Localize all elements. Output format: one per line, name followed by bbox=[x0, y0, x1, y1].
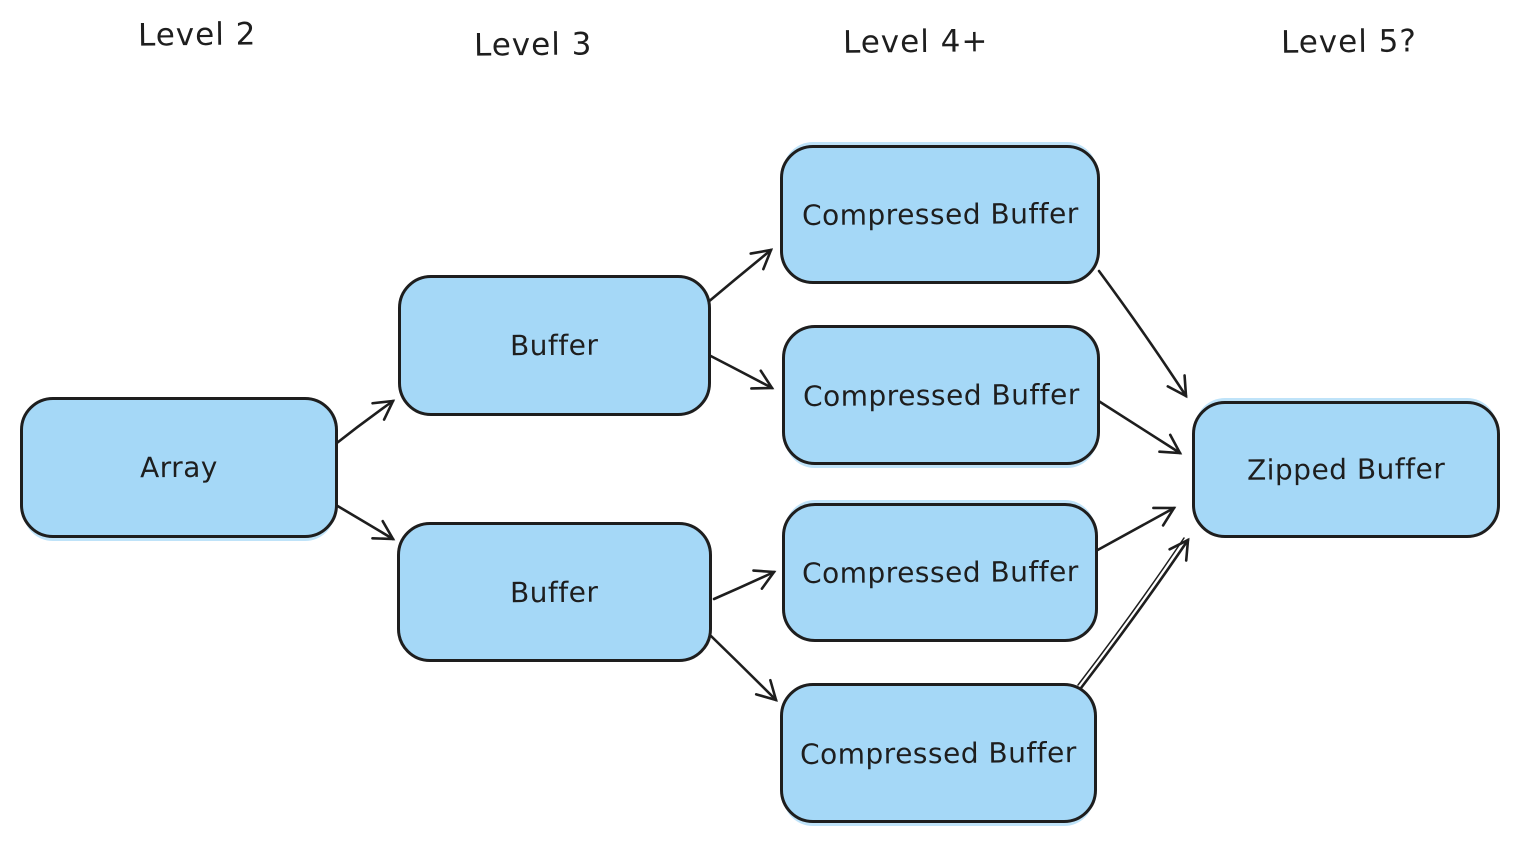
edge-compressed-3-to-zipped[interactable] bbox=[1092, 506, 1177, 554]
edge-compressed-4-to-zipped[interactable] bbox=[1079, 537, 1190, 690]
node-compressed-buffer-4-label: Compressed Buffer bbox=[799, 735, 1078, 771]
node-compressed-buffer-3[interactable]: Compressed Buffer bbox=[782, 503, 1098, 642]
node-compressed-buffer-1-label: Compressed Buffer bbox=[801, 197, 1079, 232]
edge-buffer-bottom-to-compressed-3[interactable] bbox=[712, 569, 777, 601]
column-header-level-5: Level 5? bbox=[1280, 23, 1418, 61]
column-header-level-4: Level 4+ bbox=[842, 23, 989, 61]
node-buffer-top[interactable]: Buffer bbox=[398, 275, 711, 416]
node-buffer-bottom-label: Buffer bbox=[510, 575, 599, 609]
node-compressed-buffer-1[interactable]: Compressed Buffer bbox=[780, 145, 1100, 284]
node-compressed-buffer-2-label: Compressed Buffer bbox=[802, 377, 1080, 413]
node-array[interactable]: Array bbox=[20, 397, 338, 538]
column-header-level-2: Level 2 bbox=[137, 16, 257, 54]
node-array-label: Array bbox=[139, 450, 219, 485]
edge-buffer-bottom-to-compressed-4[interactable] bbox=[709, 634, 778, 702]
edge-buffer-top-to-compressed-1[interactable] bbox=[705, 248, 774, 305]
edge-compressed-4-to-zipped-twin bbox=[1077, 537, 1185, 686]
edge-compressed-2-to-zipped[interactable] bbox=[1095, 398, 1183, 455]
column-header-level-3: Level 3 bbox=[473, 26, 593, 64]
node-compressed-buffer-3-label: Compressed Buffer bbox=[801, 555, 1079, 590]
edge-compressed-1-to-zipped[interactable] bbox=[1097, 269, 1188, 399]
node-zipped-buffer[interactable]: Zipped Buffer bbox=[1192, 401, 1500, 538]
edge-array-to-buffer-top[interactable] bbox=[331, 399, 396, 448]
edge-buffer-top-to-compressed-2[interactable] bbox=[701, 350, 775, 390]
node-buffer-top-label: Buffer bbox=[510, 328, 599, 363]
node-compressed-buffer-2[interactable]: Compressed Buffer bbox=[782, 325, 1100, 465]
node-zipped-buffer-label: Zipped Buffer bbox=[1246, 452, 1446, 487]
node-compressed-buffer-4[interactable]: Compressed Buffer bbox=[780, 683, 1097, 823]
node-buffer-bottom[interactable]: Buffer bbox=[397, 522, 712, 662]
